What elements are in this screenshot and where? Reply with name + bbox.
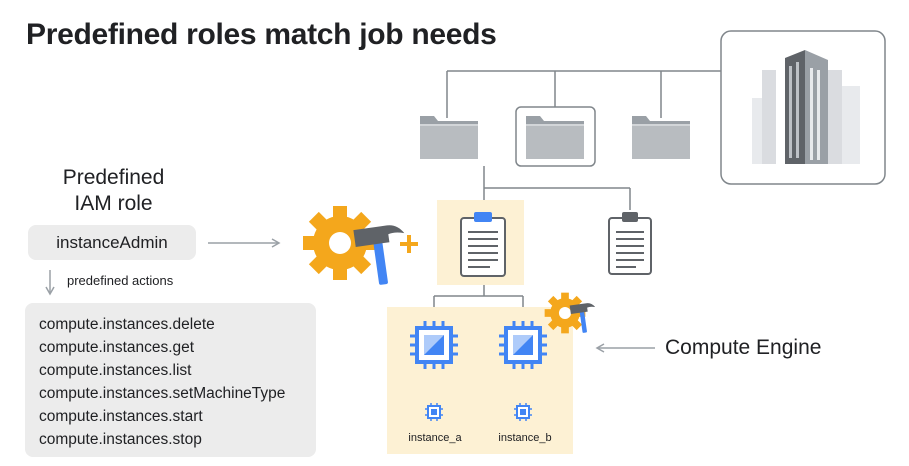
instance-label: instance_a <box>408 432 462 444</box>
gear-hammer-icon <box>303 206 411 288</box>
action-item: compute.instances.start <box>39 408 203 425</box>
action-item: compute.instances.stop <box>39 431 202 448</box>
role-name-pill: instanceAdmin <box>28 225 196 260</box>
role-name: instanceAdmin <box>56 232 168 252</box>
clipboard-icon <box>460 212 506 277</box>
chip-icon <box>497 319 549 371</box>
actions-list: compute.instances.delete compute.instanc… <box>25 303 316 451</box>
action-item: compute.instances.setMachineType <box>39 385 286 402</box>
actions-label: predefined actions <box>67 273 174 288</box>
role-heading-line2: IAM role <box>74 192 153 215</box>
chip-icon <box>408 319 460 371</box>
folder-icon <box>526 116 584 159</box>
page-title: Predefined roles match job needs <box>26 18 497 51</box>
hierarchy-lines <box>433 70 721 400</box>
role-heading: Predefined IAM role <box>56 165 171 217</box>
instance-label: instance_b <box>498 432 552 444</box>
plus-icon <box>400 235 418 253</box>
folder-icon <box>420 116 478 159</box>
action-item: compute.instances.delete <box>39 316 215 333</box>
folder-icon <box>632 116 690 159</box>
chip-icon <box>424 402 444 422</box>
compute-arrow <box>595 343 655 353</box>
building-icon <box>752 50 860 164</box>
actions-arrow <box>45 270 55 296</box>
action-item: compute.instances.get <box>39 339 195 356</box>
action-item: compute.instances.list <box>39 362 192 379</box>
organization-node <box>720 30 886 185</box>
compute-engine-label: Compute Engine <box>665 336 822 359</box>
chip-icon <box>513 402 533 422</box>
actions-box: compute.instances.delete compute.instanc… <box>25 303 316 457</box>
role-arrow <box>208 238 281 248</box>
role-heading-line1: Predefined <box>62 166 165 189</box>
clipboard-icon <box>608 212 652 275</box>
